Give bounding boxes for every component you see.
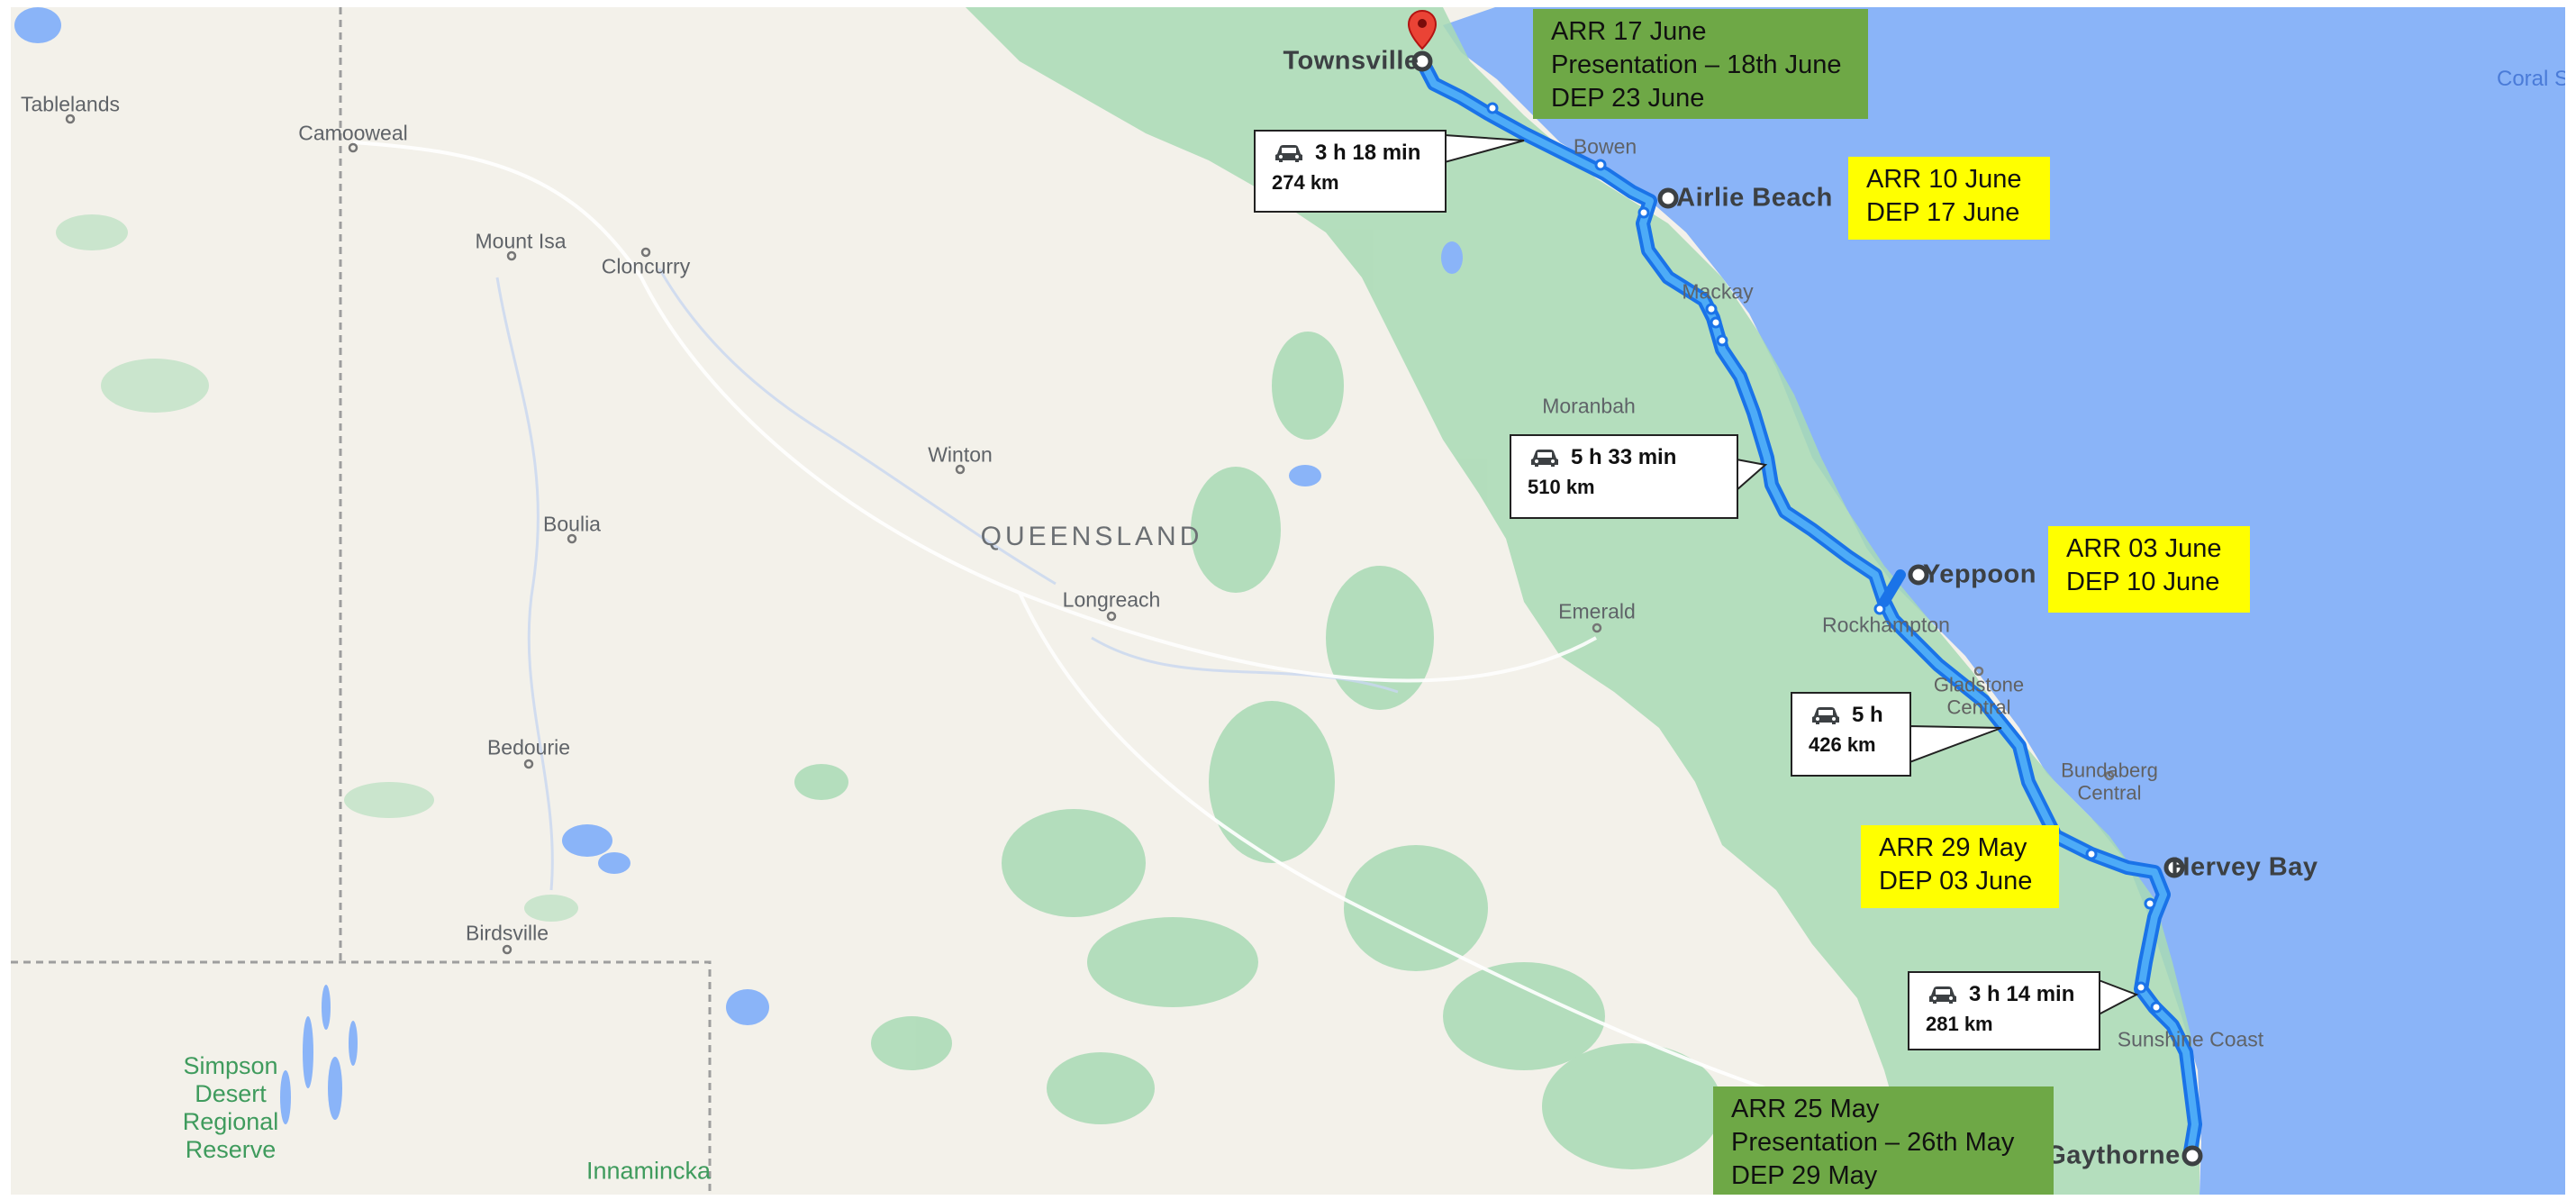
car-icon (1929, 986, 1956, 1004)
note-airlie-beach: ARR 10 June DEP 17 June (1848, 157, 2050, 240)
stop-label-hervey-bay[interactable]: Hervey Bay (2171, 852, 2318, 882)
label-cloncurry: Cloncurry (601, 254, 691, 278)
label-bedourie: Bedourie (486, 735, 571, 759)
label-sunshine-coast: Sunshine Coast (2117, 1027, 2264, 1051)
label-birdsville: Birdsville (465, 921, 549, 945)
leg-distance: 274 km (1272, 171, 1339, 194)
leg-callout[interactable]: 3 h 18 min 274 km (1254, 130, 1447, 213)
stop-label-yeppoon[interactable]: Yeppoon (1923, 559, 2036, 589)
leg-distance: 281 km (1926, 1013, 1993, 1035)
label-bowen: Bowen (1573, 134, 1637, 159)
label-longreach: Longreach (1062, 587, 1161, 612)
stop-label-gaythorne[interactable]: Gaythorne (2045, 1141, 2181, 1170)
destination-pin-icon[interactable] (1407, 9, 1438, 56)
leg-duration: 5 h (1852, 703, 1883, 727)
label-emerald: Emerald (1558, 599, 1636, 623)
note-gaythorne: ARR 25 May Presentation – 26th May DEP 2… (1713, 1086, 2054, 1195)
label-bundaberg: Bundaberg Central (2061, 759, 2158, 805)
state-borders (11, 7, 712, 1195)
leg-callout[interactable]: 5 h 426 km (1791, 692, 1911, 777)
car-icon (1531, 450, 1558, 467)
leg-duration: 3 h 18 min (1315, 141, 1421, 165)
label-camooweal: Camooweal (298, 121, 408, 145)
label-gladstone: Gladstone Central (1933, 673, 2025, 719)
label-mackay: Mackay (1682, 279, 1754, 304)
map-canvas[interactable]: Tablelands Camooweal Mount Isa Cloncurry… (11, 7, 2565, 1195)
town-dots (65, 114, 2115, 955)
stop-markers (1411, 50, 2203, 1167)
lakes (14, 7, 1463, 1124)
label-winton: Winton (928, 442, 993, 467)
leg-callout[interactable]: 3 h 14 min 281 km (1908, 971, 2100, 1050)
label-queensland: QUEENSLAND (980, 522, 1203, 551)
label-simpson-desert: Simpson Desert Regional Reserve (182, 1051, 279, 1164)
note-hervey-bay: ARR 29 May DEP 03 June (1861, 825, 2059, 908)
label-mount-isa: Mount Isa (475, 229, 567, 253)
car-icon (1275, 145, 1302, 162)
label-tablelands: Tablelands (21, 92, 120, 116)
leg-callout[interactable]: 5 h 33 min 510 km (1510, 434, 1738, 519)
stop-label-townsville[interactable]: Townsville (1283, 46, 1420, 76)
label-innamincka: Innamincka (585, 1157, 712, 1185)
note-townsville: ARR 17 June Presentation – 18th June DEP… (1533, 9, 1868, 119)
label-boulia: Boulia (543, 512, 601, 536)
ocean (1443, 7, 2565, 1195)
route-waypoints (1486, 102, 2163, 1014)
leg-distance: 426 km (1809, 733, 1876, 756)
car-icon (1812, 707, 1839, 724)
label-rockhampton: Rockhampton (1822, 613, 1950, 637)
note-yeppoon: ARR 03 June DEP 10 June (2048, 526, 2250, 613)
leg-distance: 510 km (1528, 476, 1595, 498)
label-coral-sea: Coral S (2496, 67, 2565, 91)
leg-duration: 3 h 14 min (1969, 982, 2075, 1006)
leg-duration: 5 h 33 min (1571, 445, 1677, 469)
label-moranbah: Moranbah (1542, 394, 1636, 418)
stop-label-airlie-beach[interactable]: Airlie Beach (1676, 183, 1833, 213)
